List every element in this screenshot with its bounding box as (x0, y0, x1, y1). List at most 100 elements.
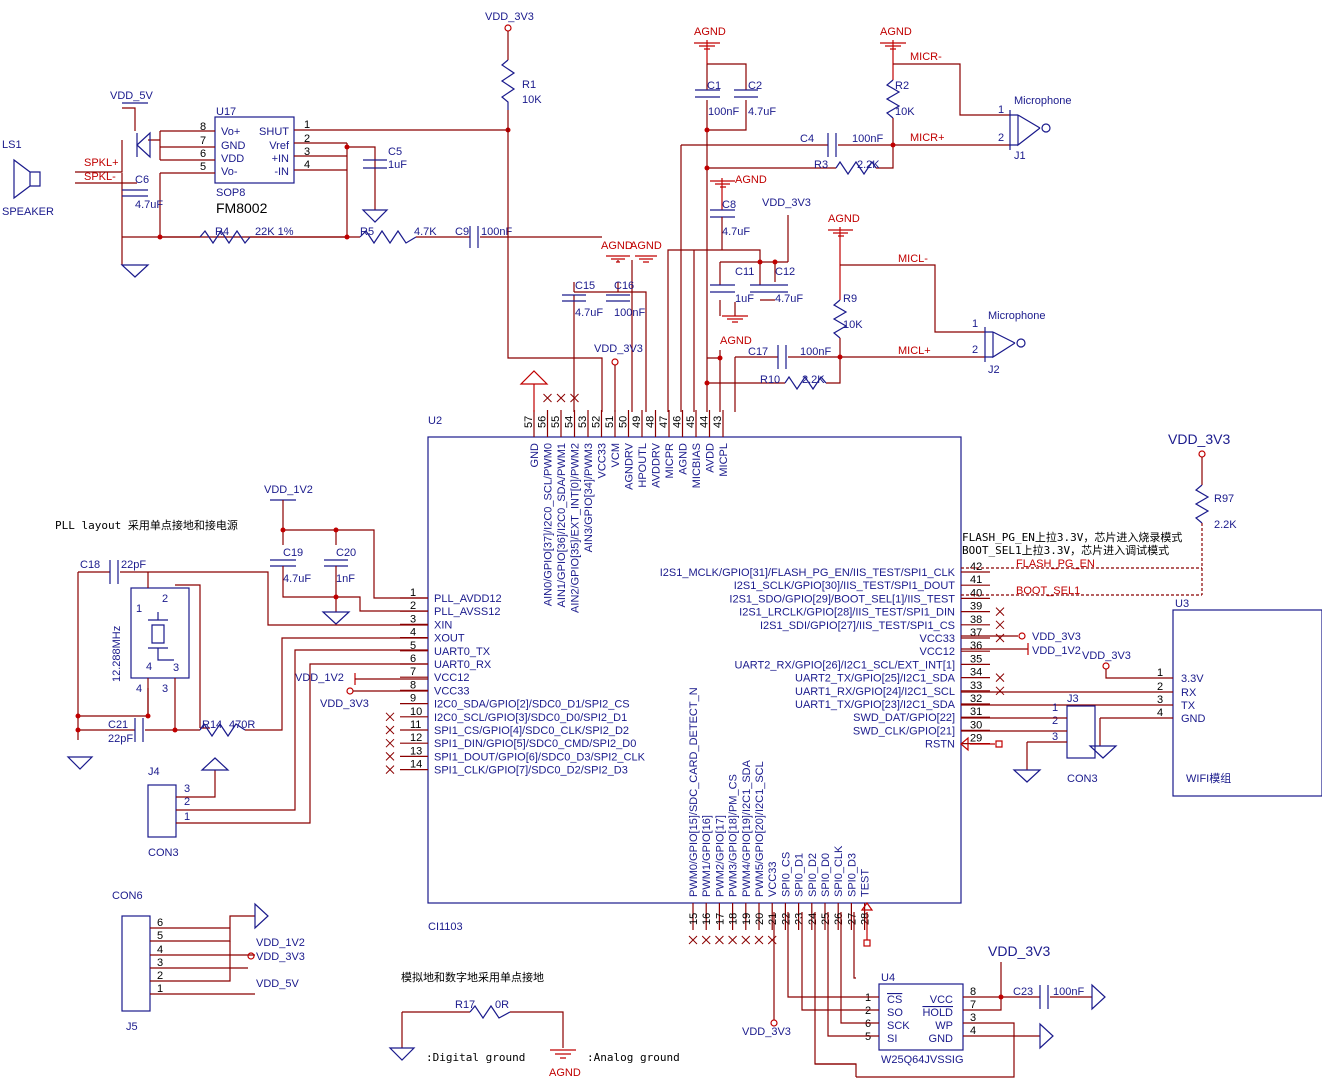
u2-right-pin-name-37: VCC33 (920, 633, 955, 645)
r2-ref: R2 (895, 80, 909, 92)
u4-pin-num-4: 4 (970, 1025, 976, 1037)
u2-left-pin-num-7: 7 (410, 666, 416, 678)
u4-pin-num-8: 8 (970, 986, 976, 998)
r10-ref: R10 (760, 374, 780, 386)
net-boot-sel1: BOOT_SEL1 (1016, 585, 1080, 597)
net-agnd-r9: AGND (828, 213, 860, 225)
u17-pin-num-4: 4 (304, 159, 310, 171)
u2-bottom-pin-num-15: 15 (688, 913, 700, 925)
u2-top-pin-name-43: MICPL (718, 443, 730, 477)
c19-ref: C19 (283, 547, 303, 559)
y1-pin3: 3 (173, 662, 179, 674)
u2-right-pin-name-34: UART2_TX/GPIO[25]/I2C1_SDA (795, 673, 956, 685)
u17-pin-num-2: 2 (304, 133, 310, 145)
u2-right-pin-name-31: SWD_DAT/GPIO[22] (853, 712, 955, 724)
c23-ref: C23 (1013, 986, 1033, 998)
y1-pin4b: 4 (136, 683, 142, 695)
u2-top-pin-name-44: AVDD (705, 443, 717, 473)
u2-top-pin-name-46: AGND (678, 443, 690, 475)
u2-right-pin-num-29: 29 (970, 733, 982, 745)
u17-ref: U17 (216, 106, 236, 118)
u2-left-pin-name-10: I2C0_SCL/GPIO[3]/SDC0_D0/SPI2_D1 (434, 712, 627, 724)
u2-left-pin-name-8: VCC33 (434, 685, 469, 697)
u4-pin-name-1: CS (887, 994, 902, 1006)
c15-value: 4.7uF (575, 307, 603, 319)
u2-top-pin-num-46: 46 (672, 416, 684, 428)
u4-pin-num-5: 5 (865, 1031, 871, 1043)
c1-ref: C1 (707, 80, 721, 92)
net-agnd-c15: AGND (601, 240, 633, 252)
u2-bottom-pin-num-17: 17 (714, 913, 726, 925)
u2-left-pin-num-6: 6 (410, 653, 416, 665)
net-vdd-3v3-r97: VDD_3V3 (1168, 431, 1230, 447)
j5-pin-2: 2 (157, 970, 163, 982)
j5-pin-5: 5 (157, 930, 163, 942)
r17-value: 0R (495, 999, 509, 1011)
u2-bottom-pin-num-21: 21 (767, 913, 779, 925)
j5-body (121, 915, 151, 1012)
u2-left-pin-name-1: PLL_AVDD12 (434, 593, 502, 605)
c21-value: 22pF (108, 733, 133, 745)
u4-pin-num-7: 7 (970, 999, 976, 1011)
u2-bottom-pin-name-18: PWM3/GPIO[18]/PM_CS (728, 774, 740, 897)
u2-left-pin-num-13: 13 (410, 745, 422, 757)
r4-ref: R4 (215, 226, 229, 238)
ls1-value: SPEAKER (2, 206, 54, 218)
net-agnd-r2: AGND (880, 26, 912, 38)
u17-pin-name-4: -IN (274, 166, 289, 178)
y1-pin1: 1 (136, 603, 142, 615)
j5-pin-6: 6 (157, 917, 163, 929)
c11-value: 1uF (735, 293, 754, 305)
u2-right-pin-name-39: I2S1_LRCLK/GPIO[28]/IIS_TEST/SPI1_DIN (739, 607, 955, 619)
u17-pin-num-8: 8 (200, 121, 206, 133)
j5-pin-3: 3 (157, 957, 163, 969)
c12-value: 4.7uF (775, 293, 803, 305)
c9-ref: C9 (455, 226, 469, 238)
u2-top-pin-name-47: MICPR (664, 443, 676, 479)
u2-left-pin-num-8: 8 (410, 679, 416, 691)
u2-top-pin-name-53: AIN3/GPIO[34]/PWM3 (583, 443, 595, 552)
c6-ref: C6 (135, 174, 149, 186)
c5-value: 1uF (388, 159, 407, 171)
u2-right-pin-num-33: 33 (970, 680, 982, 692)
net-vdd-3v3-pin9: VDD_3V3 (320, 698, 369, 710)
note-ground: 模拟地和数字地采用单点接地 (401, 970, 544, 984)
u2-bottom-pin-name-17: PWM2/GPIO[17] (714, 815, 726, 897)
u2-top-pin-name-55: AIN1/GPIO[36]/I2C0_SDA/PWM1 (556, 443, 568, 607)
u2-bottom-pin-name-19: PWM4/GPIO[19]/I2C1_SDA (741, 759, 753, 897)
u4-pin-name-7: HOLD (922, 1007, 953, 1019)
net-agnd-legend: AGND (549, 1067, 581, 1079)
net-micl-p: MICL+ (898, 345, 931, 357)
u2-bottom-pin-name-23: SPI0_D1 (794, 853, 806, 897)
u2-top-pin-num-55: 55 (550, 416, 562, 428)
u2-right-pin-name-40: I2S1_SDO/GPIO[29]/BOOT_SEL[1]/IIS_TEST (729, 593, 955, 605)
u2-left-pin-name-3: XIN (434, 619, 452, 631)
u2-right-pin-name-33: UART1_RX/GPIO[24]/I2C1_SCL (795, 686, 955, 698)
net-vdd-3v3-mid: VDD_3V3 (594, 343, 643, 355)
u2-bottom-pin-num-18: 18 (728, 913, 740, 925)
net-vdd-1v2-pin8: VDD_1V2 (295, 672, 344, 684)
j5-pin-1: 1 (157, 983, 163, 995)
u2-left-pin-num-4: 4 (410, 627, 416, 639)
u2-top-pin-num-43: 43 (712, 416, 724, 428)
u17-package: SOP8 (216, 187, 245, 199)
y1-body (130, 587, 190, 679)
j3-pin3: 3 (1052, 731, 1058, 743)
c2-value: 4.7uF (748, 106, 776, 118)
c1-value: 100nF (708, 106, 739, 118)
u17-pin-name-7: GND (221, 140, 246, 152)
u2-left-pin-num-1: 1 (410, 587, 416, 599)
u3-pin-name-3: TX (1181, 700, 1196, 712)
r5-ref: R5 (360, 226, 374, 238)
net-vdd-1v2-pll: VDD_1V2 (264, 484, 313, 496)
u4-pin-num-1: 1 (865, 992, 871, 1004)
u2-bottom-pin-num-26: 26 (833, 913, 845, 925)
j3-ref: J3 (1067, 693, 1079, 705)
c15-ref: C15 (575, 280, 595, 292)
u17-pin-num-7: 7 (200, 135, 206, 147)
u17-pin-name-3: +IN (272, 153, 289, 165)
c20-value: 1nF (336, 573, 355, 585)
c17-value: 100nF (800, 346, 831, 358)
note-pll: PLL layout 采用单点接地和接电源 (55, 518, 238, 532)
net-vdd-3v3-flash: VDD_3V3 (988, 943, 1050, 959)
